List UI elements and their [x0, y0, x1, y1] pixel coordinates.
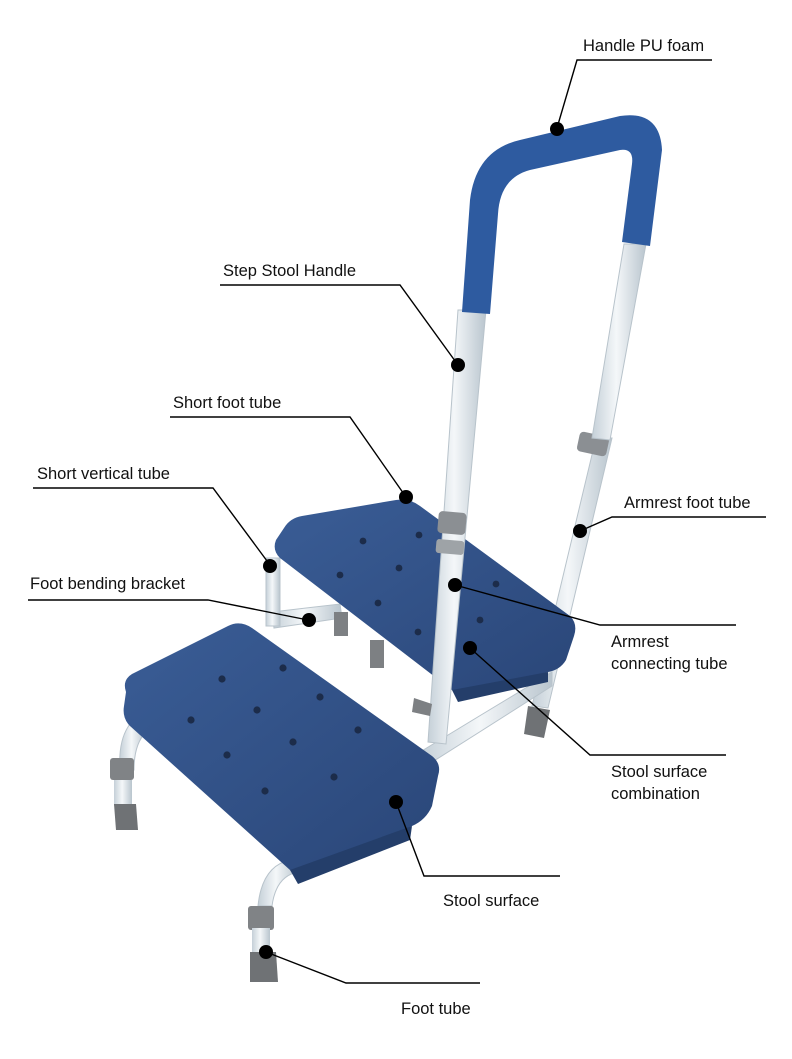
label-short-foot-tube: Short foot tube — [173, 394, 282, 412]
label-step-stool-handle: Step Stool Handle — [223, 262, 357, 280]
label-stool-surface-combination-line2: combination — [611, 785, 700, 803]
label-foot-bending-bracket: Foot bending bracket — [30, 575, 186, 593]
armrest-upper-tube-shape — [591, 243, 647, 441]
leader-lines — [28, 59, 766, 984]
label-short-vertical-tube: Short vertical tube — [37, 465, 170, 483]
label-armrest-foot-tube: Armrest foot tube — [624, 494, 751, 512]
leader-dots — [259, 122, 587, 959]
label-foot-tube: Foot tube — [401, 1000, 471, 1018]
handle-pu-foam-shape — [462, 115, 662, 314]
upper-stool-surface-shape — [274, 499, 576, 702]
label-armrest-connecting-tube-line2: connecting tube — [611, 655, 728, 673]
label-armrest-connecting-tube-line1: Armrest — [611, 633, 669, 651]
label-handle-pu-foam: Handle PU foam — [583, 37, 705, 55]
step-stool-handle-shape — [412, 309, 487, 745]
label-stool-surface: Stool surface — [443, 892, 540, 910]
lower-stool-surface-shape — [123, 623, 440, 884]
label-stool-surface-combination-line1: Stool surface — [611, 763, 708, 781]
lower-step-legs — [110, 723, 299, 982]
